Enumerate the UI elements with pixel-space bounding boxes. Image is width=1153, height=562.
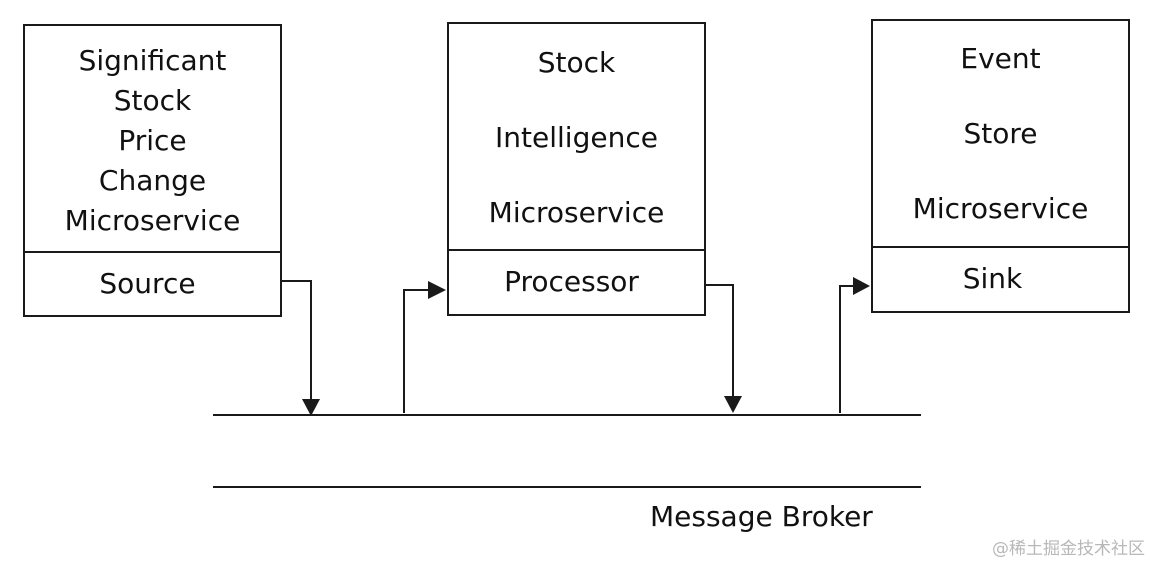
source-role-cell: Source bbox=[25, 251, 280, 315]
watermark-text: @稀土掘金技术社区 bbox=[992, 539, 1145, 559]
sink-role-label: Sink bbox=[962, 262, 1023, 295]
broker-to-processor-arrowhead bbox=[428, 281, 446, 299]
processor-microservice-box: Stock Intelligence Microservice Processo… bbox=[447, 22, 706, 316]
name-line: Event bbox=[960, 42, 1041, 75]
broker-to-processor-connector bbox=[403, 289, 430, 413]
name-line: Change bbox=[98, 163, 207, 197]
processor-microservice-name: Stock Intelligence Microservice bbox=[449, 24, 704, 251]
name-line: Microservice bbox=[64, 203, 241, 237]
name-line: Stock bbox=[113, 83, 192, 117]
name-line: Intelligence bbox=[495, 121, 658, 154]
name-line: Microservice bbox=[488, 196, 665, 229]
processor-role-label: Processor bbox=[504, 265, 639, 298]
message-broker-label: Message Broker bbox=[650, 500, 873, 533]
source-to-broker-connector bbox=[282, 280, 312, 401]
source-to-broker-arrowhead bbox=[302, 399, 320, 416]
name-line: Store bbox=[963, 117, 1038, 150]
source-microservice-name: Significant Stock Price Change Microserv… bbox=[25, 26, 280, 253]
sink-microservice-name: Event Store Microservice bbox=[873, 21, 1128, 248]
broker-to-sink-arrowhead bbox=[853, 277, 870, 295]
name-line: Stock bbox=[537, 46, 616, 79]
sink-role-cell: Sink bbox=[873, 246, 1128, 311]
processor-role-cell: Processor bbox=[449, 249, 704, 314]
name-line: Microservice bbox=[912, 192, 1089, 225]
source-microservice-box: Significant Stock Price Change Microserv… bbox=[23, 24, 282, 317]
name-line: Significant bbox=[78, 43, 227, 77]
broker-to-sink-connector bbox=[839, 285, 855, 413]
source-role-label: Source bbox=[99, 266, 196, 300]
processor-to-broker-connector bbox=[706, 284, 734, 398]
processor-to-broker-arrowhead bbox=[724, 396, 742, 413]
sink-microservice-box: Event Store Microservice Sink bbox=[871, 19, 1130, 313]
name-line: Price bbox=[118, 123, 187, 157]
